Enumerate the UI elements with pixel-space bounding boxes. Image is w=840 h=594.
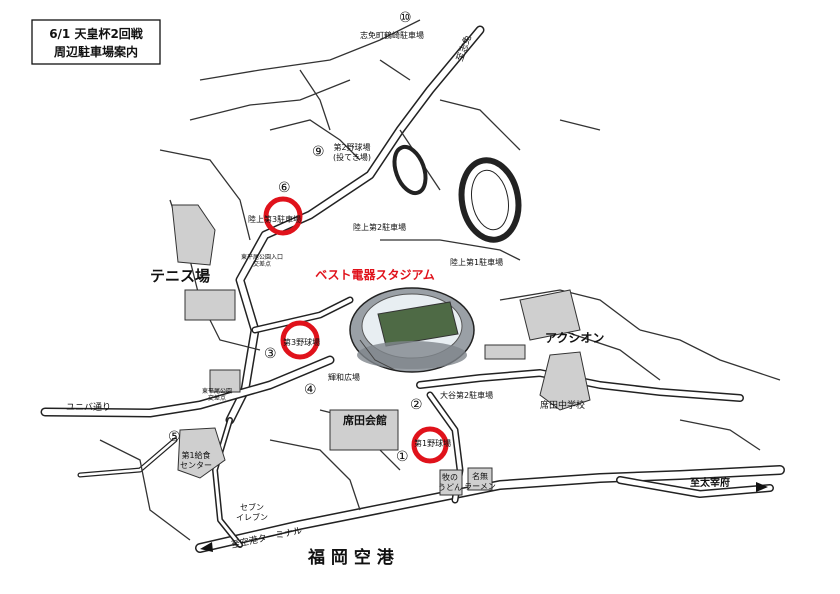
to-dazaifu-label: 至太宰府 (690, 476, 730, 489)
buildings (171, 204, 591, 496)
yunibadori-label: ユニバ通り (66, 402, 111, 413)
parking-yakyu3-label: 第3野球場 (283, 337, 320, 347)
marker-3: ③ (264, 346, 277, 362)
school-lunch-line1: 第1給食 (181, 450, 210, 460)
parking-riku3-label: 陸上第3駐車場 (248, 214, 301, 224)
parking-otani2-label: 大谷第2駐車場 (440, 390, 493, 400)
marker-6: ⑥ (278, 180, 291, 196)
marker-2: ② (410, 397, 423, 413)
kagayaki-label: 輝和広場 (328, 372, 360, 382)
airport-label: 福 岡 空 港 (307, 547, 395, 568)
tennis-label: テニス場 (150, 267, 210, 285)
school-lunch-label: 第1給食センター (180, 450, 212, 470)
udon-label: 牧のうどん (438, 472, 462, 492)
marker-4: ④ (304, 382, 317, 398)
arrow-dazaifu-icon (756, 482, 768, 492)
aquashion-label: アクシオン (545, 331, 604, 345)
stadium (349, 287, 475, 373)
ramen-label: 名無ラーメン (464, 471, 496, 491)
mushiroda-jhs-label: 席田中学校 (540, 399, 585, 411)
seven-line1: セブン (240, 502, 264, 512)
to-sasaguri-label: 至志免 (454, 34, 475, 63)
parking-riku2-label: 陸上第2駐車場 (353, 222, 406, 232)
school-lunch-line2: センター (180, 461, 212, 470)
stadium-label: ベスト電器スタジアム (315, 268, 434, 282)
athletic-track (392, 144, 522, 243)
pitching-label: 第2野球場(投てき場) (333, 142, 371, 162)
intersection1-label: 東平尾公園交差点 (202, 387, 232, 402)
seven-eleven-label: セブンイレブン (236, 502, 268, 522)
seven-line2: イレブン (236, 512, 268, 522)
parking-markers: ① ② ③ ④ ⑤ ⑥ ⑨ ⑩ (168, 10, 423, 465)
arrow-terminal-icon (200, 542, 213, 552)
title-line1: 6/1 天皇杯2回戦 (49, 26, 144, 41)
mushiroda-hall-label: 席田会館 (343, 413, 387, 427)
parking-yakyu1-label: 第1野球場 (414, 438, 451, 448)
marker-10: ⑩ (399, 10, 412, 26)
marker-9: ⑨ (312, 144, 325, 160)
parking-labels: 陸上第1駐車場 陸上第2駐車場 陸上第3駐車場 志免町鶴崎駐車場 大谷第2駐車場… (248, 30, 503, 448)
title-box: 6/1 天皇杯2回戦 周辺駐車場案内 (31, 19, 161, 65)
marker-1: ① (396, 449, 409, 465)
intersection2-label: 東平尾公園入口交差点 (241, 253, 283, 268)
parking-shime-label: 志免町鶴崎駐車場 (360, 30, 424, 40)
highlight-rings (263, 196, 449, 464)
title-line2: 周辺駐車場案内 (54, 44, 138, 59)
parking-riku1-label: 陸上第1駐車場 (450, 257, 503, 267)
marker-5: ⑤ (168, 429, 181, 445)
direction-arrows (200, 482, 768, 552)
